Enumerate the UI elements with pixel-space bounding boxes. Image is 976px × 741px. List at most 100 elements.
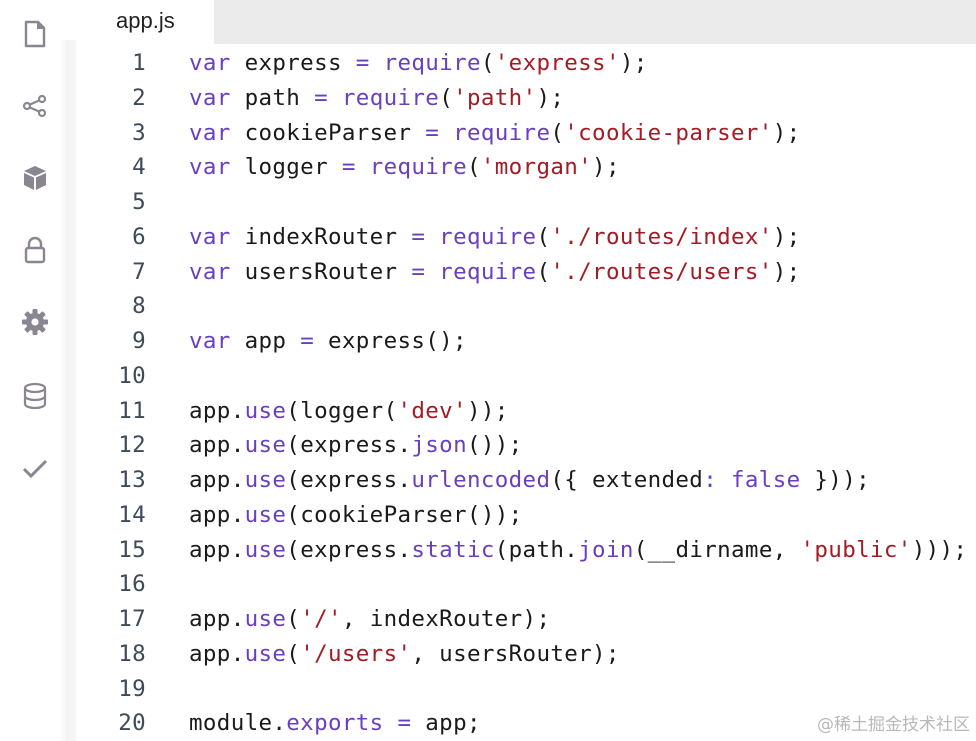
code-token: cookieParser [230,119,426,146]
code-token: ( [536,258,551,285]
code-token: usersRouter [230,258,412,285]
lock-icon [24,236,46,264]
code-text: app.use(express.json()); [189,428,523,462]
code-token: , usersRouter); [411,640,620,667]
code-token [370,50,384,76]
code-token: ); [536,84,565,111]
line-number: 13 [118,467,146,493]
activity-sidebar [0,0,76,741]
code-token: 'path' [453,84,537,111]
code-token: var [189,328,231,354]
code-token: ( [480,50,495,76]
code-token: (path. [494,536,579,563]
line-number: 16 [118,571,146,598]
sidebar-item-packages[interactable] [18,161,52,195]
code-text: app.use(express.urlencoded({ extended: f… [189,463,870,497]
code-token: ( [550,119,565,146]
code-token [425,259,439,285]
code-token: './routes/users' [550,258,773,285]
line-number: 14 [118,501,146,528]
code-token: app. [189,397,245,424]
sidebar-item-settings[interactable] [18,305,52,339]
code-token: var [189,223,231,250]
code-token: path [230,84,315,111]
line-number: 20 [118,710,146,737]
sidebar-item-tests[interactable] [18,451,52,485]
code-token: false [731,467,801,493]
sidebar-item-files[interactable] [18,17,52,51]
code-token: use [244,640,287,667]
line-number: 1 [132,50,146,76]
code-token: app; [411,710,481,737]
line-number: 4 [132,154,146,181]
code-token: (express. [286,467,412,493]
code-token: use [244,397,287,424]
code-token: use [244,467,287,493]
code-token: var [189,84,231,111]
line-number: 8 [132,293,146,320]
file-icon [24,20,46,48]
code-token: app. [189,640,245,667]
code-token: = [355,50,370,76]
code-token: ( [536,223,551,250]
code-token: static [411,536,495,563]
code-token: var [189,258,231,285]
line-number: 19 [118,675,146,702]
code-token: express [230,50,356,76]
sidebar-item-security[interactable] [18,233,52,267]
code-token: logger [230,154,342,181]
code-token: ( [439,84,454,111]
code-text: var indexRouter = require('./routes/inde… [189,220,801,254]
code-text: app.use(express.static(path.join(__dirna… [189,533,967,567]
share-icon [22,94,47,118]
code-token: (cookieParser()); [286,501,523,528]
sidebar-item-source-control[interactable] [18,89,52,123]
code-token: ({ extended [550,467,704,493]
code-token: var [189,50,231,76]
tab-app-js[interactable]: app.js [76,0,214,44]
code-token: require [369,154,467,181]
code-token: join [578,536,634,563]
code-token: './routes/index' [550,223,773,250]
code-token: = [300,328,315,354]
sidebar-item-database[interactable] [18,379,52,413]
code-token: exports [286,710,384,737]
code-token: 'dev' [397,397,467,424]
code-token: require [439,223,537,250]
code-token: ); [592,154,620,181]
line-number: 18 [118,640,146,667]
code-token [384,710,398,736]
line-number: 17 [118,606,146,632]
watermark: @稀土掘金技术社区 [817,715,970,735]
gear-icon [22,309,48,335]
code-text: app.use('/', indexRouter); [189,602,550,636]
code-token: ); [772,119,801,146]
tab-bar: app.js [76,0,976,44]
line-number: 2 [132,84,146,111]
line-number: 10 [118,362,146,389]
line-number: 12 [118,432,146,459]
database-icon [23,382,47,410]
code-token: = [314,84,328,111]
line-number: 7 [132,258,146,285]
code-token [439,120,453,146]
code-token: require [341,84,440,111]
check-icon [22,459,48,479]
code-token [328,85,342,111]
tab-label: app.js [116,8,175,33]
code-token: require [439,258,537,285]
code-token: app. [189,432,245,459]
code-token [425,224,439,250]
code-token: 'morgan' [480,154,593,181]
code-token: ( [286,640,301,667]
code-token: var [189,119,231,146]
code-text: var path = require('path'); [189,81,564,115]
line-number: 6 [132,223,146,250]
code-token: use [244,501,287,528]
code-token: ))); [911,536,968,563]
code-token: express(); [314,328,467,354]
code-token: json [411,432,467,459]
code-text: var usersRouter = require('./routes/user… [189,255,801,289]
code-token: ); [772,223,801,250]
